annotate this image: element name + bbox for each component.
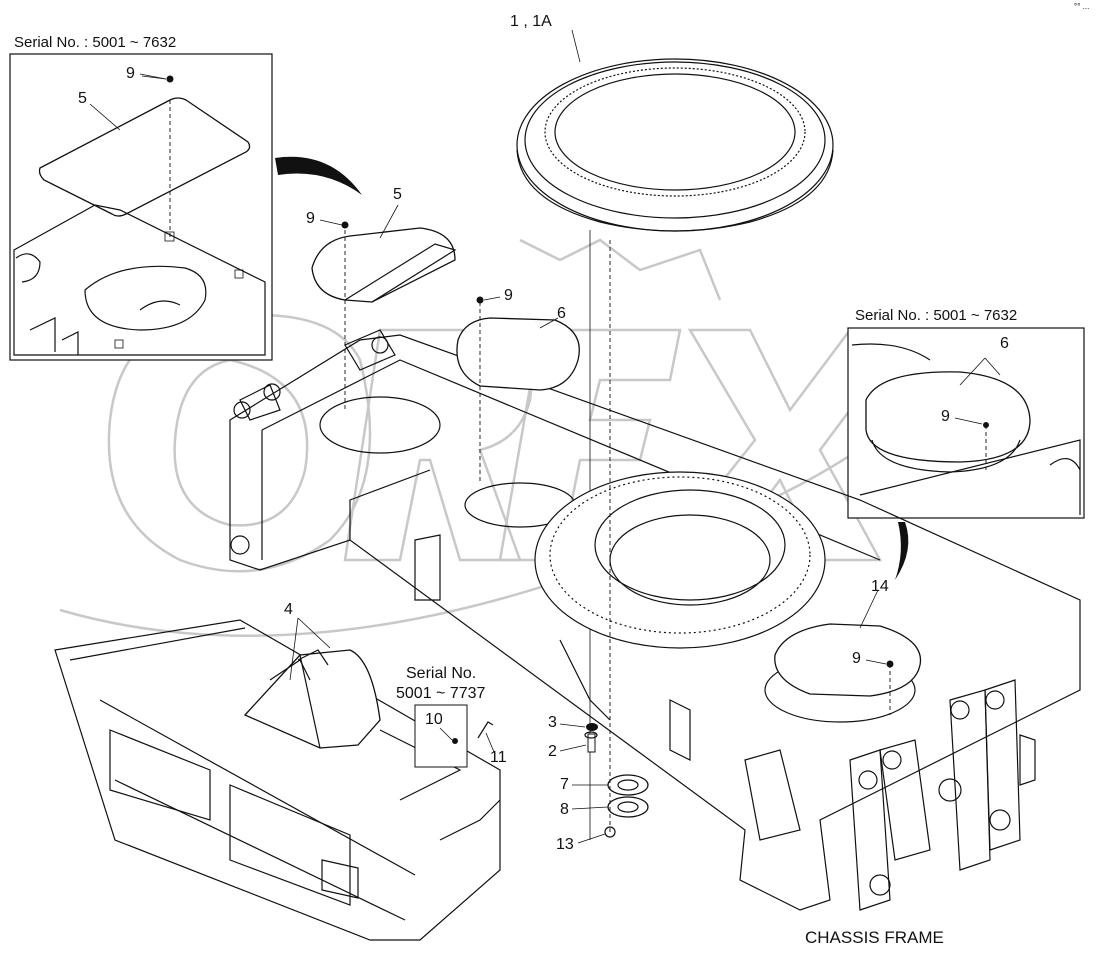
part-label-2: 2 (548, 743, 557, 760)
serial-small-line2: 5001 ~ 7737 (396, 685, 486, 702)
counterweight-box (54, 619, 501, 941)
top-corner-text: °° ... (1074, 2, 1090, 11)
part-label-7: 7 (560, 776, 569, 793)
part-label-6: 6 (557, 305, 566, 322)
part-label-11: 11 (490, 749, 507, 766)
inset-left-serial: Serial No. : 5001 ~ 7632 (14, 34, 177, 51)
arrow-left-inset (275, 156, 362, 195)
part-label-14: 14 (871, 578, 889, 595)
part-label-5: 5 (393, 186, 402, 203)
diagram-title: CHASSIS FRAME (805, 928, 944, 947)
part-label-10: 10 (425, 711, 443, 728)
inset-right-serial: Serial No. : 5001 ~ 7632 (855, 307, 1018, 324)
inset-left-top (9, 53, 273, 361)
part-label-13: 13 (556, 836, 574, 853)
part-label-4: 4 (284, 601, 293, 618)
serial-small-line1: Serial No. (406, 665, 477, 682)
cover-plates (311, 221, 922, 715)
chassis-frame-body (229, 329, 1081, 911)
part-label-9-c: 9 (852, 650, 861, 667)
leader-lines (139, 73, 887, 844)
inset-left-label-9: 9 (126, 65, 135, 82)
inset-right-label-6: 6 (1000, 335, 1009, 352)
inset-right (847, 327, 1085, 519)
inset-left-label-5: 5 (78, 90, 87, 107)
part-label-8: 8 (560, 801, 569, 818)
small-parts (414, 240, 649, 838)
part-label-3: 3 (548, 714, 557, 731)
inset-right-label-9: 9 (941, 408, 950, 425)
part-label-9-a: 9 (306, 210, 315, 227)
swing-ring (516, 29, 834, 840)
arrow-right-inset (895, 522, 909, 580)
part-label-9-b: 9 (504, 287, 513, 304)
part-label-1-1a: 1 , 1A (510, 13, 552, 30)
